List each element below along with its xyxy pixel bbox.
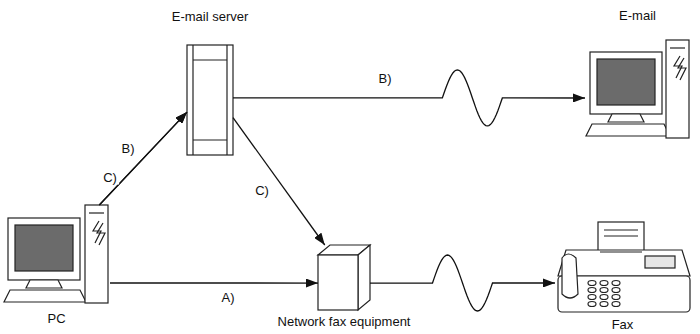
key — [612, 302, 620, 307]
connector-arrow — [99, 112, 187, 205]
edge-label: A) — [220, 290, 237, 305]
node-label: Fax — [612, 317, 634, 332]
node-label: PC — [47, 311, 65, 326]
server-node: E-mail server — [187, 45, 233, 155]
edge-label: B) — [377, 71, 394, 86]
fax-equipment-node: Network fax equipment — [318, 245, 370, 310]
connector-arrow — [233, 118, 325, 245]
key — [612, 288, 620, 293]
node-label: Network fax equipment — [278, 314, 411, 329]
key — [600, 281, 608, 286]
key — [600, 288, 608, 293]
box-drawing — [318, 245, 370, 310]
computer-node: PC — [3, 205, 110, 305]
fax-machine-node: Fax — [555, 222, 690, 314]
edge-label: C) — [253, 183, 271, 198]
node-label: E-mail server — [172, 9, 249, 24]
fax-drawing — [558, 222, 690, 312]
key — [612, 281, 620, 286]
edge-label: B) — [120, 141, 137, 156]
key — [588, 302, 596, 307]
node-label: E-mail — [619, 8, 656, 23]
key — [600, 295, 608, 300]
key — [588, 281, 596, 286]
key — [588, 288, 596, 293]
edge-label: C) — [101, 170, 119, 185]
connector-arrow — [233, 70, 585, 126]
connector-arrow — [370, 255, 555, 311]
connector-arrow — [110, 282, 318, 283]
key — [612, 295, 620, 300]
key — [588, 295, 596, 300]
server-drawing — [187, 45, 233, 155]
computer-drawing — [586, 40, 689, 138]
computer-drawing — [4, 205, 108, 303]
connector-arrow — [99, 112, 187, 205]
key — [600, 302, 608, 307]
computer-node: E-mail — [585, 40, 690, 140]
